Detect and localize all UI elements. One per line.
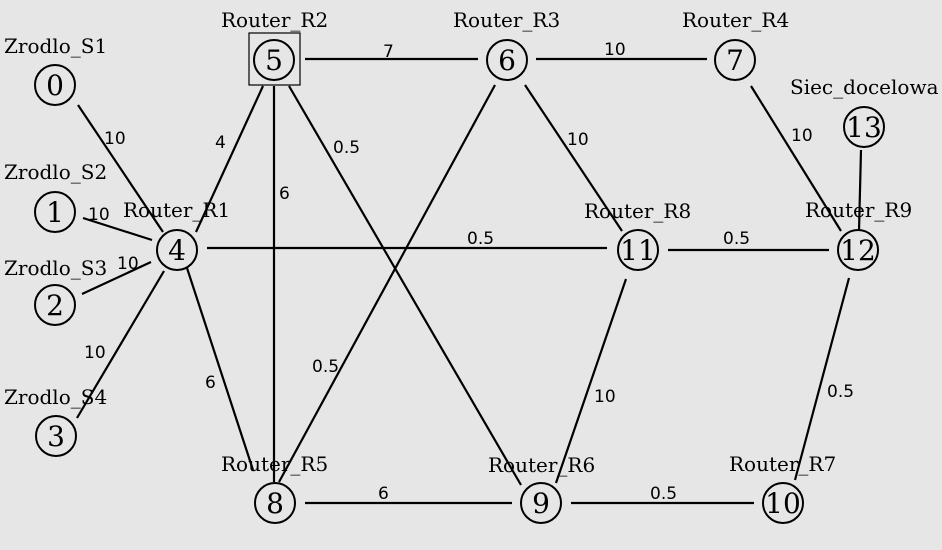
edges-layer bbox=[76, 57, 863, 505]
edge-6-8 bbox=[278, 84, 496, 483]
node-2[interactable]: 2 Zrodlo_S3 bbox=[4, 256, 107, 326]
edge-weight-11-12: 0.5 bbox=[723, 229, 750, 249]
node-6[interactable]: 6 Router_R3 bbox=[453, 8, 560, 81]
node-number: 10 bbox=[765, 487, 801, 520]
edge-weight-6-11: 10 bbox=[567, 130, 589, 150]
node-label: Router_R2 bbox=[221, 8, 328, 32]
node-7[interactable]: 7 Router_R4 bbox=[682, 8, 789, 81]
edge-weight-4-5: 4 bbox=[215, 133, 226, 153]
node-circle[interactable] bbox=[253, 39, 295, 81]
node-number: 4 bbox=[168, 234, 186, 267]
node-label: Router_R9 bbox=[805, 198, 912, 222]
node-number: 1 bbox=[46, 196, 64, 229]
node-circle[interactable] bbox=[714, 39, 756, 81]
node-5[interactable]: 5 Router_R2 bbox=[221, 8, 328, 86]
node-11[interactable]: 11 Router_R8 bbox=[584, 199, 691, 271]
node-13[interactable]: 13 Siec_docelowa bbox=[790, 75, 939, 148]
node-circle[interactable] bbox=[617, 229, 659, 271]
edge-weight-5-8: 6 bbox=[279, 184, 290, 204]
nodes-layer: 0 Zrodlo_S1 1 Zrodlo_S2 2 Zrodlo_S3 3 Zrodlo_S4… bbox=[4, 8, 939, 524]
edge-weight-1-4: 10 bbox=[88, 205, 110, 225]
edge-5-9 bbox=[288, 85, 522, 486]
node-label: Router_R3 bbox=[453, 8, 560, 32]
edge-7-12 bbox=[750, 85, 842, 232]
node-label: Zrodlo_S3 bbox=[4, 256, 107, 280]
node-4[interactable]: 4 Router_R1 bbox=[123, 198, 230, 271]
edge-weight-8-9: 6 bbox=[378, 484, 389, 504]
edge-weight-7-12: 10 bbox=[791, 126, 813, 146]
edge-weight-2-4: 10 bbox=[117, 254, 139, 274]
edge-12-10 bbox=[793, 277, 851, 481]
node-circle[interactable] bbox=[34, 191, 76, 233]
node-label: Zrodlo_S1 bbox=[4, 34, 107, 58]
edge-weight-4-11: 0.5 bbox=[467, 229, 494, 249]
node-number: 2 bbox=[46, 289, 64, 322]
node-circle[interactable] bbox=[254, 482, 296, 524]
edge-weight-12-10: 0.5 bbox=[827, 382, 854, 402]
node-10[interactable]: 10 Router_R7 bbox=[729, 452, 836, 524]
node-label: Siec_docelowa bbox=[790, 75, 939, 99]
edge-weight-0-4: 10 bbox=[104, 129, 126, 149]
node-9[interactable]: 9 Router_R6 bbox=[488, 453, 595, 524]
node-circle[interactable] bbox=[520, 482, 562, 524]
edge-weight-11-9: 10 bbox=[594, 387, 616, 407]
node-circle[interactable] bbox=[35, 415, 77, 457]
edge-2-4 bbox=[81, 261, 152, 295]
edge-weight-9-10: 0.5 bbox=[650, 484, 677, 504]
node-number: 12 bbox=[840, 234, 876, 267]
node-label: Zrodlo_S2 bbox=[4, 160, 107, 184]
edge-weight-6-8: 0.5 bbox=[312, 357, 339, 377]
edge-1-4 bbox=[82, 216, 153, 242]
node-number: 9 bbox=[532, 487, 550, 520]
edge-4-8 bbox=[185, 267, 255, 471]
node-3[interactable]: 3 Zrodlo_S4 bbox=[4, 385, 107, 457]
edge-weight-3-4: 10 bbox=[84, 343, 106, 363]
selection-box bbox=[248, 32, 301, 86]
node-circle[interactable] bbox=[34, 64, 76, 106]
node-label: Router_R4 bbox=[682, 8, 789, 32]
node-number: 8 bbox=[266, 487, 284, 520]
edge-weight-6-7: 10 bbox=[604, 40, 626, 60]
edge-12-13 bbox=[857, 149, 863, 232]
edge-6-11 bbox=[524, 84, 623, 232]
weights-layer: 10 10 10 10 4 0.5 6 7 6 0.5 10 10 0.5 10 0.5 10 0.5 6 0.5 bbox=[84, 40, 854, 504]
node-number: 5 bbox=[265, 44, 283, 77]
node-circle[interactable] bbox=[837, 229, 879, 271]
node-circle[interactable] bbox=[762, 482, 804, 524]
node-12[interactable]: 12 Router_R9 bbox=[805, 198, 912, 271]
node-number: 3 bbox=[47, 420, 65, 453]
node-8[interactable]: 8 Router_R5 bbox=[221, 452, 328, 524]
node-number: 7 bbox=[726, 44, 744, 77]
node-circle[interactable] bbox=[843, 106, 885, 148]
node-label: Router_R7 bbox=[729, 452, 836, 476]
edge-11-9 bbox=[554, 278, 628, 484]
node-label: Router_R5 bbox=[221, 452, 328, 476]
edge-0-4 bbox=[77, 104, 164, 233]
node-number: 0 bbox=[46, 69, 64, 102]
node-number: 13 bbox=[846, 111, 882, 144]
node-number: 11 bbox=[620, 234, 656, 267]
node-circle[interactable] bbox=[486, 39, 528, 81]
node-circle[interactable] bbox=[34, 284, 76, 326]
node-label: Router_R8 bbox=[584, 199, 691, 223]
node-circle[interactable] bbox=[156, 229, 198, 271]
edge-weight-5-9: 0.5 bbox=[333, 138, 360, 158]
node-label: Zrodlo_S4 bbox=[4, 385, 107, 409]
edge-3-4 bbox=[76, 270, 165, 419]
node-number: 6 bbox=[498, 44, 516, 77]
node-1[interactable]: 1 Zrodlo_S2 bbox=[4, 160, 107, 233]
edge-4-5 bbox=[195, 85, 264, 233]
node-0[interactable]: 0 Zrodlo_S1 bbox=[4, 34, 107, 106]
node-label: Router_R1 bbox=[123, 198, 230, 222]
node-label: Router_R6 bbox=[488, 453, 595, 477]
edge-weight-4-8: 6 bbox=[205, 373, 216, 393]
edge-weight-5-6: 7 bbox=[383, 42, 394, 62]
